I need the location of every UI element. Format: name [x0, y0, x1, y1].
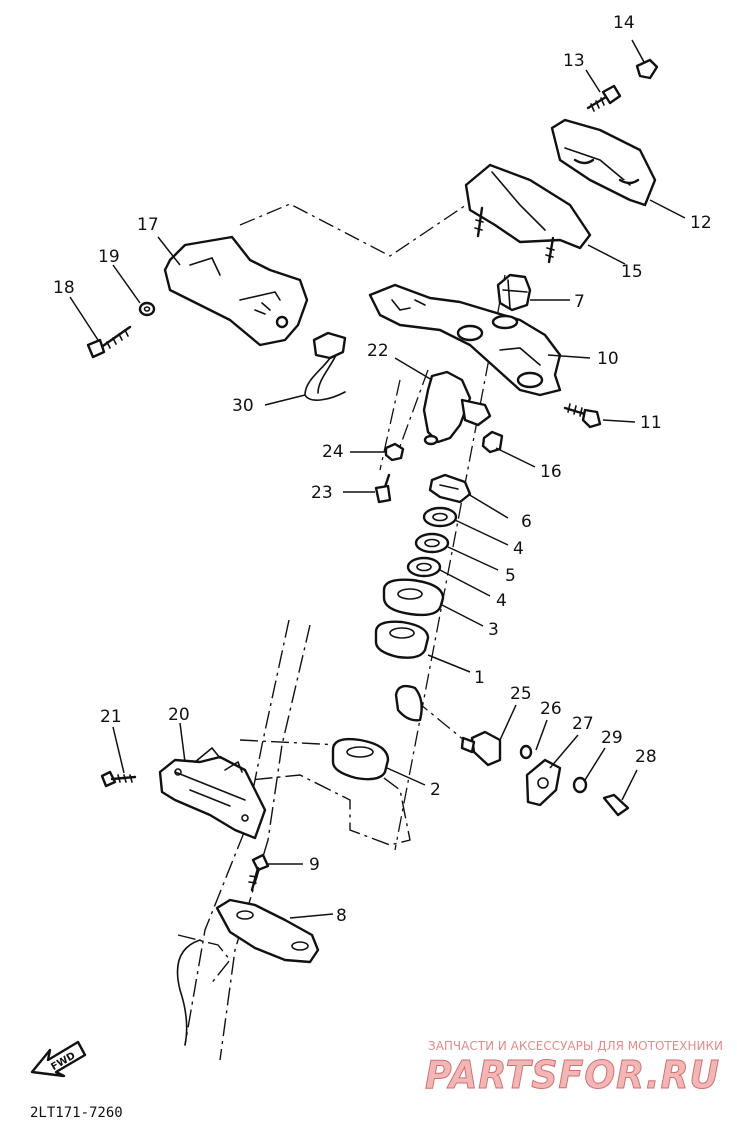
part-16-nut — [481, 430, 504, 454]
part-18-bolt — [86, 325, 132, 359]
part-29-nut — [572, 776, 588, 794]
label-22: 22 — [367, 341, 389, 361]
part-12-handlebar-holder — [550, 118, 657, 207]
label-11: 11 — [640, 413, 662, 433]
part-4-washer-upper — [422, 506, 458, 528]
label-9: 9 — [309, 855, 320, 875]
part-1-bearing — [374, 620, 430, 659]
part-22-lower-bracket — [422, 370, 492, 446]
label-27: 27 — [572, 714, 594, 734]
part-24-nut — [384, 442, 405, 462]
label-26: 26 — [540, 699, 562, 719]
label-6: 6 — [521, 512, 532, 532]
label-1: 1 — [474, 668, 485, 688]
label-10: 10 — [597, 349, 619, 369]
part-13-bolt — [586, 84, 622, 112]
label-25: 25 — [510, 684, 532, 704]
label-20: 20 — [168, 705, 190, 725]
watermark-logo: PARTSFOR.RU — [425, 1053, 720, 1097]
part-5-ring-nut — [414, 532, 450, 554]
part-17-cover — [163, 235, 309, 347]
label-16: 16 — [540, 462, 562, 482]
label-29: 29 — [601, 728, 623, 748]
label-15: 15 — [621, 262, 643, 282]
label-13: 13 — [563, 51, 585, 71]
watermark: ЗАПЧАСТИ И АКСЕССУАРЫ ДЛЯ МОТОТЕХНИКИ PA… — [425, 1039, 724, 1098]
part-4-washer-lower — [406, 556, 442, 578]
label-28: 28 — [635, 747, 657, 767]
label-4a: 4 — [513, 539, 524, 559]
part-26-oring — [519, 744, 533, 760]
label-21: 21 — [100, 707, 122, 727]
part-23-bolt — [374, 473, 392, 504]
part-19-washer — [138, 301, 156, 317]
watermark-tagline: ЗАПЧАСТИ И АКСЕССУАРЫ ДЛЯ МОТОТЕХНИКИ — [428, 1039, 723, 1053]
label-3b: 3 — [488, 620, 499, 640]
part-11-bolt — [563, 403, 602, 429]
label-23: 23 — [311, 483, 333, 503]
part-10-upper-bracket — [368, 283, 562, 397]
part-20-bracket — [158, 746, 267, 840]
part-9-screw — [248, 853, 270, 892]
label-19: 19 — [98, 247, 120, 267]
part-8-lower-plate — [215, 898, 320, 964]
part-6-ring-nut — [428, 473, 472, 504]
part-3-dust-seal — [382, 578, 445, 617]
label-8: 8 — [336, 906, 347, 926]
leader-lines — [69, 39, 686, 919]
part-25-fitting — [394, 684, 502, 767]
steering-axis — [379, 274, 506, 851]
part-7-damper — [496, 273, 532, 312]
fwd-arrow: FWD — [30, 1040, 87, 1078]
label-17: 17 — [137, 215, 159, 235]
part-2-bearing — [331, 737, 390, 781]
part-28-bolt — [602, 793, 630, 817]
label-24: 24 — [322, 442, 344, 462]
part-15-handlebar-lower — [464, 163, 592, 264]
label-18: 18 — [53, 278, 75, 298]
drawing-code: 2LT171-7260 — [30, 1105, 123, 1121]
label-4b: 4 — [496, 591, 507, 611]
label-14: 14 — [613, 13, 635, 33]
label-30: 30 — [232, 396, 254, 416]
label-5: 5 — [505, 566, 516, 586]
part-30-cable-guide — [304, 331, 347, 401]
label-12: 12 — [690, 213, 712, 233]
label-7: 7 — [574, 292, 585, 312]
part-14-cap — [635, 58, 659, 80]
part-21-screw — [100, 770, 137, 788]
label-2: 2 — [430, 780, 441, 800]
part-27-plate — [525, 758, 562, 807]
part-labels: 1 2 3 3 4 4 5 6 7 8 9 10 11 12 13 14 15 … — [53, 13, 712, 926]
